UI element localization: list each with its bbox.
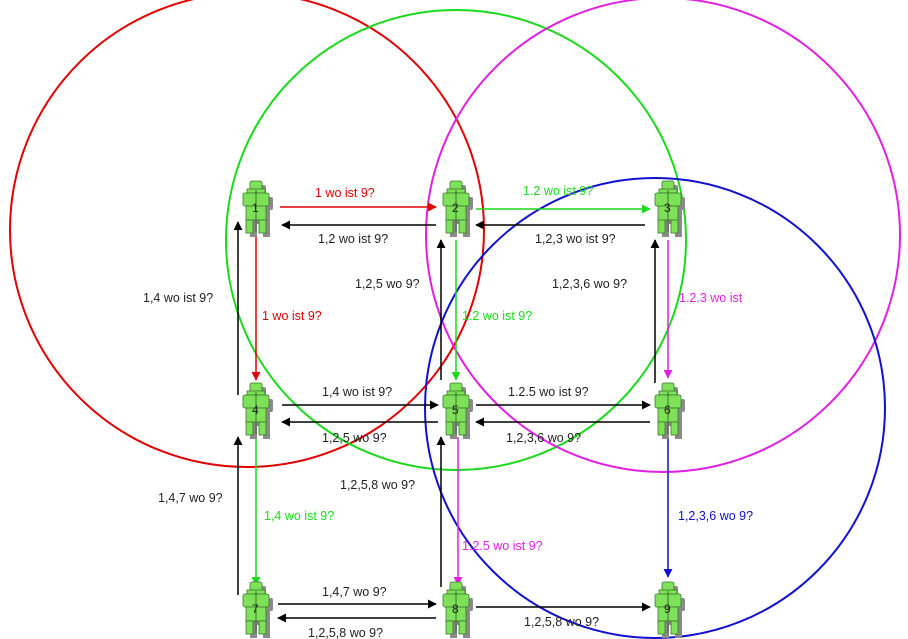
node-2: 2 [442,180,474,238]
label-1-to-4: 1 wo ist 9? [262,309,322,323]
node-8: 8 [442,581,474,639]
node-id: 7 [252,602,259,616]
range-circle-blue [424,177,886,639]
node-6: 6 [654,382,686,440]
label-7-to-8: 1,4,7 wo 9? [322,585,387,599]
node-id: 5 [452,403,459,417]
node-4: 4 [242,382,274,440]
node-1: 1 [242,180,274,238]
node-id: 9 [664,602,671,616]
node-5: 5 [442,382,474,440]
label-6-to-9: 1,2,3,6 wo 9? [678,509,753,523]
label-6-to-5: 1,2,3,6 wo 9? [506,431,581,445]
label-8-to-7: 1,2,5,8 wo 9? [308,626,383,639]
node-id: 8 [452,602,459,616]
label-4-to-7: 1,4 wo ist 9? [264,509,334,523]
label-8-to-5: 1,2,5,8 wo 9? [340,478,415,492]
label-5-to-4: 1,2,5 wo 9? [322,431,387,445]
label-3-to-6: 1.2.3 wo ist [679,291,743,305]
label-1-to-2: 1 wo ist 9? [315,186,375,200]
node-7: 7 [242,581,274,639]
label-3-to-2: 1,2,3 wo ist 9? [535,232,616,246]
node-id: 4 [252,403,259,417]
range-circle-magenta [425,0,901,473]
label-2-to-3: 1.2 wo ist 9? [523,184,593,198]
node-id: 6 [664,403,671,417]
label-8-to-9: 1,2,5,8 wo 9? [524,615,599,629]
label-7-to-4: 1,4,7 wo 9? [158,491,223,505]
label-2-to-1: 1,2 wo ist 9? [318,232,388,246]
range-circle-green [225,9,687,471]
range-circle-red [9,0,485,468]
node-3: 3 [654,180,686,238]
label-4-to-5: 1,4 wo ist 9? [322,385,392,399]
label-2-to-5: 1.2 wo ist 9? [462,309,532,323]
label-4-to-1: 1,4 wo ist 9? [143,291,213,305]
label-6-to-3: 1,2,3,6 wo 9? [552,277,627,291]
label-5-to-8: 1.2.5 wo ist 9? [462,539,543,553]
node-id: 3 [664,201,671,215]
node-id: 2 [452,201,459,215]
label-5-to-6: 1.2.5 wo ist 9? [508,385,589,399]
label-5-to-2: 1,2,5 wo 9? [355,277,420,291]
node-9: 9 [654,581,686,639]
node-id: 1 [252,201,259,215]
